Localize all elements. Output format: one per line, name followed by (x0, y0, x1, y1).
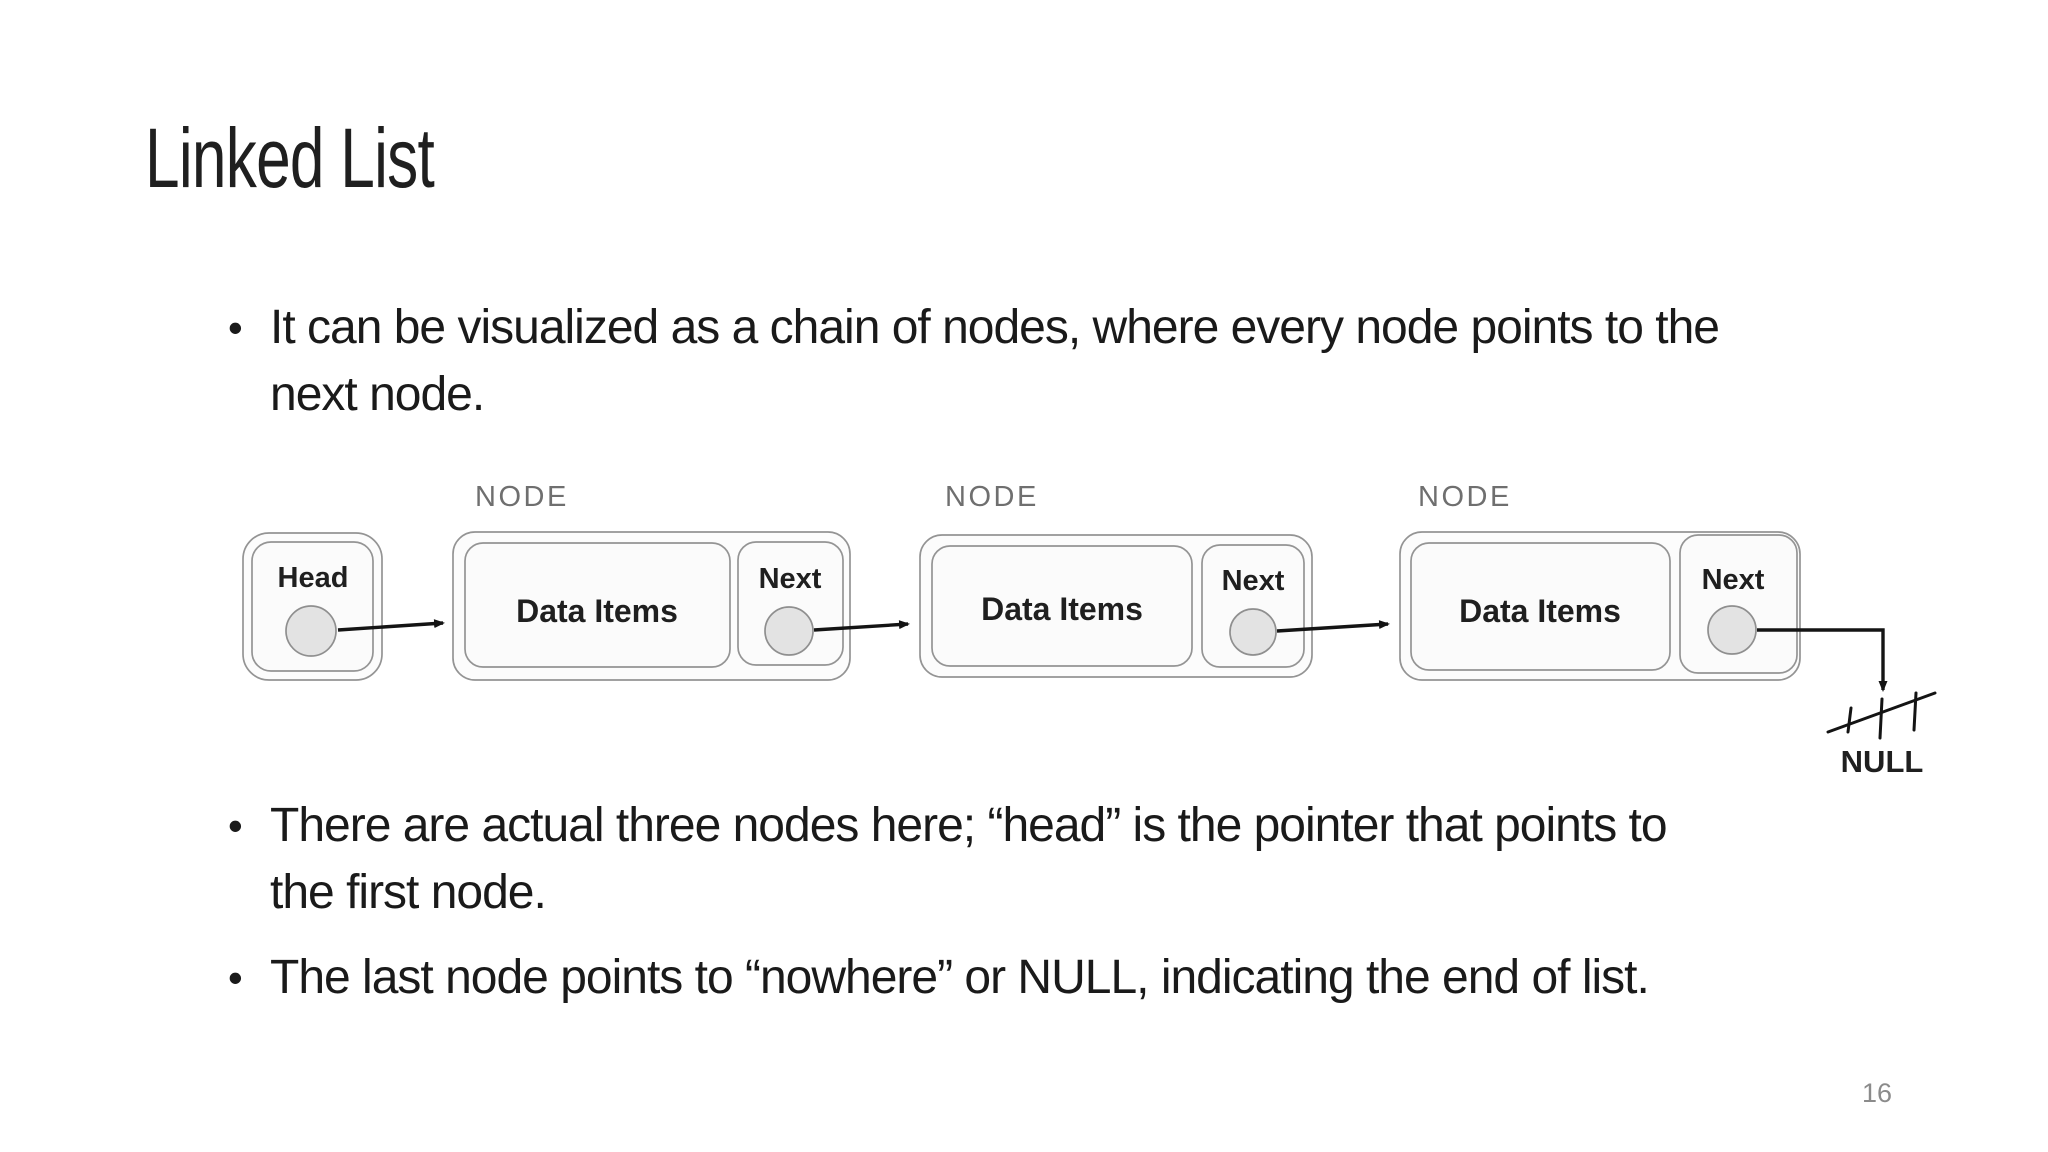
bullet-marker: • (228, 304, 243, 351)
node-box: Data Items Next (452, 531, 851, 681)
bullet-text: The last node points to “nowhere” or NUL… (270, 944, 1650, 1011)
bullet-line: next node. (270, 368, 485, 421)
head-box: Head (242, 532, 383, 681)
bullet-text: There are actual three nodes here; “head… (270, 792, 1668, 926)
arrow-node3-to-null (1757, 628, 1888, 692)
data-items-label: Data Items (981, 591, 1143, 627)
arrow-head-to-node1 (337, 619, 445, 632)
bullet-marker: • (228, 954, 243, 1001)
node-box: Data Items Next (1399, 531, 1801, 681)
bullet-marker: • (228, 802, 243, 849)
next-label: Next (759, 563, 822, 595)
linked-list-diagram: NODE NODE NODE Head Data Items Next (242, 481, 1937, 779)
null-label: NULL (1841, 744, 1924, 779)
bullet-line: The last node points to “nowhere” or NUL… (270, 951, 1650, 1004)
node-caption: NODE (475, 481, 569, 513)
bullet-line: It can be visualized as a chain of nodes… (270, 301, 1720, 354)
bullet-line: the first node. (270, 866, 547, 919)
bullet-line: There are actual three nodes here; “head… (270, 799, 1668, 852)
data-items-label: Data Items (1459, 593, 1621, 629)
next-pointer-circle (1229, 608, 1277, 656)
node-caption: NODE (945, 481, 1039, 513)
arrow-node1-to-node2 (813, 620, 910, 632)
next-pointer-circle (1707, 605, 1757, 655)
page-title: Linked List (145, 111, 435, 205)
data-items-label: Data Items (516, 593, 678, 629)
next-pointer-circle (764, 606, 814, 656)
bullet-item: • The last node points to “nowhere” or N… (228, 944, 1650, 1011)
node-box: Data Items Next (919, 534, 1313, 678)
null-symbol-icon (1826, 691, 1937, 740)
page-number: 16 (1861, 1078, 1892, 1108)
head-label: Head (278, 562, 349, 594)
bullet-item: • It can be visualized as a chain of nod… (228, 294, 1720, 428)
arrow-node2-to-node3 (1276, 620, 1390, 633)
bullet-text: It can be visualized as a chain of nodes… (270, 294, 1720, 428)
bullet-item: • There are actual three nodes here; “he… (228, 792, 1668, 926)
head-pointer-circle (285, 605, 337, 657)
node-caption: NODE (1418, 481, 1512, 513)
next-label: Next (1702, 564, 1765, 596)
next-label: Next (1222, 565, 1285, 597)
